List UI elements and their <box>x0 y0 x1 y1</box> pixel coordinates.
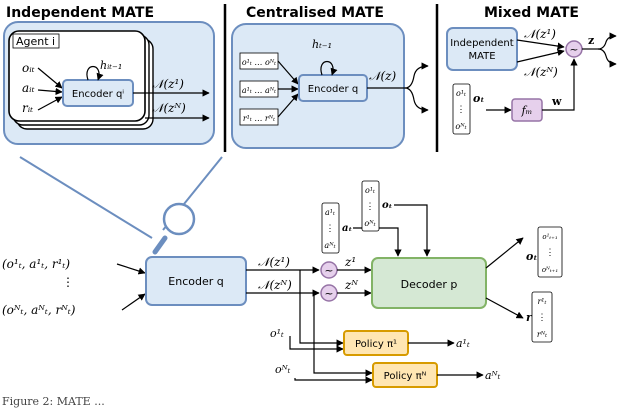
mixed-independent-label-2: MATE <box>468 51 495 62</box>
main-out-o-top: o¹ₜ₊₁ <box>542 233 557 241</box>
ind-encoder-label: Encoder qⁱ <box>72 89 124 100</box>
main-decoder-label: Decoder p <box>401 278 458 291</box>
cen-encoder-label: Encoder q <box>308 84 358 95</box>
mixed-fm-label: fₘ <box>521 104 533 117</box>
panel-centralised-title: Centralised MATE <box>246 5 384 21</box>
cen-hidden-label: hₜ₋₁ <box>312 38 332 51</box>
main-input-top: (o¹ₜ, a¹ₜ, r¹ₜ) <box>2 257 70 271</box>
main-decoder-box <box>371 257 487 309</box>
figure-caption: Figure 2: MATE ... <box>2 395 105 408</box>
main-a-dots: ⋮ <box>326 224 335 234</box>
panel-mixed-title: Mixed MATE <box>484 5 579 21</box>
mixed-sample-tilde: ~ <box>569 43 578 56</box>
main-o-vector <box>361 180 380 232</box>
agent-label-box <box>12 33 60 49</box>
mixed-obs-bot: oᴺₜ <box>455 122 466 131</box>
panel-mixed: Mixed MATE Independent MATE 𝒩(z¹) 𝒩(zᴺ) … <box>446 5 617 135</box>
main-o-bot: oᴺₜ <box>364 219 375 228</box>
ind-input-a: aᵢₜ <box>22 81 35 95</box>
main-policy-1-label: Policy π¹ <box>355 339 397 350</box>
cen-input-r: r¹ₜ … rᴺₜ <box>243 114 275 123</box>
main-a-top: a¹ₜ <box>325 208 335 217</box>
mixed-obs-label: oₜ <box>473 92 484 105</box>
main-nn: 𝒩(zᴺ) <box>258 278 292 292</box>
main-out-r-vector <box>531 291 553 343</box>
mixed-z-label: z <box>588 34 594 47</box>
main-n1: 𝒩(z¹) <box>258 255 290 269</box>
main-p-out-n: aᴺₜ <box>485 369 501 382</box>
main-diagram: (o¹ₜ, a¹ₜ, r¹ₜ) ⋮ (oᴺₜ, aᴺₜ, rᴺₜ) Encode… <box>2 180 563 388</box>
magnifier-line-left <box>19 156 153 239</box>
main-input-bot: (oᴺₜ, aᴺₜ, rᴺₜ) <box>2 303 76 317</box>
mixed-obs-vector <box>452 83 471 135</box>
main-p-in-1: o¹ₜ <box>270 327 284 340</box>
main-zn: zᴺ <box>344 278 358 292</box>
main-out-r-label: rₜ <box>526 311 536 324</box>
main-out-o-dots: ⋮ <box>546 248 555 258</box>
panel-independent-title: Independent MATE <box>6 5 154 21</box>
ind-recurrent-loop <box>86 65 104 81</box>
cen-input-o: o¹ₜ … oᴺₜ <box>242 58 276 67</box>
main-out-o-bot: oᴺₜ₊₁ <box>542 266 558 274</box>
main-o-dots: ⋮ <box>366 202 375 212</box>
mixed-out-1: 𝒩(z¹) <box>524 27 556 41</box>
main-a-vector <box>321 202 340 254</box>
main-encoder-box <box>145 256 247 306</box>
main-z1: z¹ <box>344 255 356 269</box>
main-o-top: o¹ₜ <box>365 186 375 195</box>
main-tilde-1: ~ <box>324 264 333 277</box>
magnifier-handle <box>152 235 168 255</box>
agent-label: Agent i <box>16 35 55 48</box>
ind-out-1: 𝒩(z¹) <box>152 77 184 91</box>
main-policy-n-label: Policy πᴺ <box>384 371 427 382</box>
main-out-o-vector <box>537 226 563 278</box>
mixed-independent-label-1: Independent <box>450 38 513 49</box>
mixed-out-n: 𝒩(zᴺ) <box>524 65 558 79</box>
panel-independent: Independent MATE Agent i oᵢₜ aᵢₜ rᵢₜ Enc… <box>3 5 215 145</box>
main-out-r-top: r¹ₜ <box>537 297 546 306</box>
main-p-out-1: a¹ₜ <box>456 337 470 350</box>
main-out-r-bot: rᴺₜ <box>537 330 547 339</box>
mixed-obs-top: o¹ₜ <box>456 89 466 98</box>
mixed-w-label: w <box>551 95 562 108</box>
main-input-dots: ⋮ <box>62 275 74 289</box>
main-out-r-dots: ⋮ <box>538 313 547 323</box>
mixed-independent-box <box>446 27 518 71</box>
mixed-obs-dots: ⋮ <box>457 105 466 115</box>
cen-out: 𝒩(z) <box>369 69 397 83</box>
main-tilde-n: ~ <box>324 287 333 300</box>
main-p-in-n: oᴺₜ <box>275 363 291 376</box>
ind-input-o: oᵢₜ <box>22 61 35 75</box>
main-a-label: aₜ <box>342 223 352 234</box>
cen-input-a: a¹ₜ … aᴺₜ <box>242 86 276 95</box>
main-encoder-label: Encoder q <box>168 275 223 288</box>
ind-out-n: 𝒩(zᴺ) <box>152 101 186 115</box>
ind-hidden-label: hᵢₜ₋₁ <box>100 59 122 72</box>
panel-centralised: Centralised MATE o¹ₜ … oᴺₜ a¹ₜ … aᴺₜ r¹ₜ… <box>231 5 429 149</box>
main-a-bot: aᴺₜ <box>324 241 335 250</box>
cen-recurrent-loop <box>320 60 338 76</box>
magnifier <box>19 156 223 255</box>
ind-input-r: rᵢₜ <box>22 101 33 115</box>
main-o-label: oₜ <box>382 200 393 211</box>
magnifier-lens <box>162 202 196 236</box>
